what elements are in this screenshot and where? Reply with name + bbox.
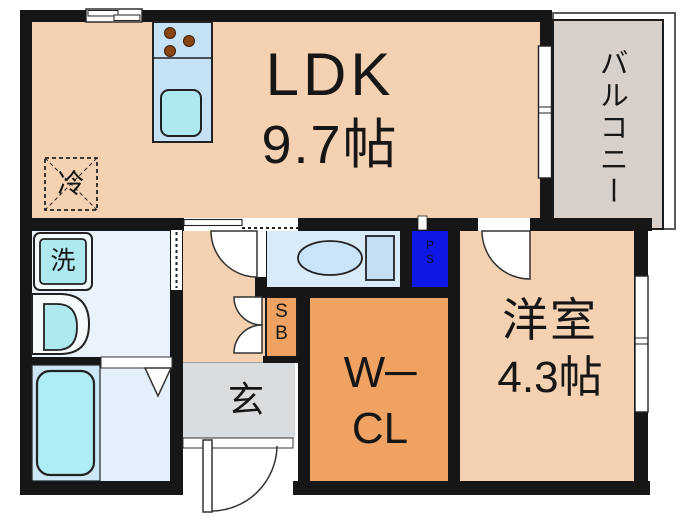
wall-bottom-right xyxy=(293,481,650,495)
refrigerator-space-icon xyxy=(44,157,98,211)
shoe-box-label: S B xyxy=(275,301,288,344)
wall-left xyxy=(20,10,32,495)
ldk-sliding-door-icon xyxy=(183,218,298,231)
kitchen-counter xyxy=(152,21,213,143)
toilet-door-icon xyxy=(210,230,266,278)
shoebox-double-door-icon xyxy=(233,296,263,354)
stove-burner-icon xyxy=(183,35,195,47)
entrance-door-icon xyxy=(182,437,294,513)
wall-ps-left xyxy=(400,228,412,287)
room-walk-in-closet xyxy=(310,298,448,481)
western-room-door-icon xyxy=(478,218,531,280)
wall-toilet-bottom xyxy=(255,287,460,298)
walk-in-closet-label-line2: CL xyxy=(351,403,409,453)
stove-burner-icon xyxy=(164,27,176,39)
washroom-sliding-door-icon xyxy=(171,230,182,290)
wall-closet-left xyxy=(298,287,310,495)
bathtub-icon xyxy=(31,364,101,482)
balcony-label: バルコニー xyxy=(595,48,628,208)
kitchen-window-icon xyxy=(85,8,143,23)
wall-bottom-left xyxy=(20,481,183,495)
wall-ps-right xyxy=(448,218,460,495)
ldk-room-label: LDK xyxy=(265,40,395,108)
ps-vent-slit xyxy=(417,215,428,231)
toilet-icon xyxy=(297,235,395,281)
balcony-floor xyxy=(552,19,664,230)
stove-burner-icon xyxy=(164,45,176,57)
room-entrance xyxy=(183,362,295,438)
pipe-space-duct xyxy=(412,228,448,287)
washing-machine-icon xyxy=(33,232,93,291)
western-room-size: 4.3帖 xyxy=(497,352,603,402)
walk-in-closet-label-line1: W─ xyxy=(343,347,417,397)
western-room-window-icon xyxy=(634,275,649,413)
refrigerator-label: 冷 xyxy=(57,168,85,199)
entrance-label: 玄 xyxy=(227,379,264,421)
vanity-sink-icon xyxy=(31,293,91,355)
western-room-label: 洋室 xyxy=(502,293,598,346)
wall-top xyxy=(20,10,552,22)
pipe-space-label: P S xyxy=(426,240,434,266)
balcony-sliding-window-icon xyxy=(537,45,553,179)
room-ldk xyxy=(32,22,540,218)
kitchen-sink-icon xyxy=(160,89,202,137)
washing-machine-label: 洗 xyxy=(50,247,76,276)
wall-shoebox-bottom xyxy=(263,356,298,363)
ldk-room-size: 9.7帖 xyxy=(261,114,399,175)
bath-folding-door-icon xyxy=(100,356,173,398)
room-western xyxy=(460,230,635,481)
